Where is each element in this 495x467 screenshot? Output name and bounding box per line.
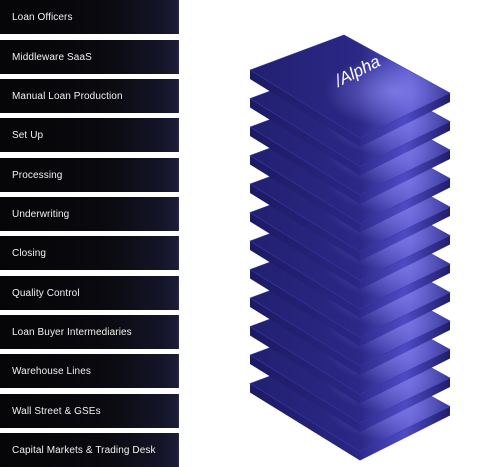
- layer-right-face: [360, 178, 450, 233]
- stage-label: Underwriting: [12, 208, 70, 220]
- layer-left-face: [250, 98, 360, 176]
- stack-layer: [249, 34, 451, 147]
- stage-closing[interactable]: Closing: [0, 236, 179, 270]
- stage-label: Closing: [12, 247, 47, 259]
- layer-right-face: [360, 321, 450, 375]
- stage-processing[interactable]: Processing: [0, 158, 179, 192]
- stage-label: Wall Street & GSEs: [12, 405, 101, 417]
- stage-loan-buyer-intermediaries[interactable]: Loan Buyer Intermediaries: [0, 315, 179, 349]
- layer-right-face: [360, 235, 450, 290]
- stage-underwriting[interactable]: Underwriting: [0, 197, 179, 231]
- stage-warehouse-lines[interactable]: Warehouse Lines: [0, 354, 179, 388]
- layer-right-face: [360, 406, 450, 461]
- stage-label: Processing: [12, 169, 63, 181]
- layer-stack-graphic: /Alpha: [249, 34, 451, 461]
- stage-label: Warehouse Lines: [12, 365, 91, 377]
- layer-right-face: [360, 207, 450, 261]
- layer-left-face: [250, 241, 360, 318]
- stage-label: Loan Buyer Intermediaries: [12, 326, 132, 338]
- layer-highlight: [250, 35, 450, 138]
- layer-left-face: [250, 184, 360, 261]
- stage-label: Manual Loan Production: [12, 90, 123, 102]
- stage-label: Capital Markets & Trading Desk: [12, 444, 156, 456]
- stage-manual-loan-production[interactable]: Manual Loan Production: [0, 79, 179, 113]
- layer-left-face: [250, 355, 360, 432]
- layer-right-face: [360, 150, 450, 204]
- stage-label: Middleware SaaS: [12, 51, 92, 63]
- alpha-layer-stack: /Alpha: [236, 30, 494, 467]
- layer-right-face: [360, 292, 450, 347]
- stage-label: Set Up: [12, 129, 44, 141]
- layer-left-face: [250, 155, 360, 233]
- layer-right-face: [360, 264, 450, 318]
- layer-left-face: [250, 383, 360, 461]
- layer-left-face: [250, 298, 360, 375]
- stage-middleware-saas[interactable]: Middleware SaaS: [0, 40, 179, 74]
- stage-loan-officers[interactable]: Loan Officers: [0, 0, 179, 34]
- layer-right-face: [360, 121, 450, 176]
- stage-label: Quality Control: [12, 287, 80, 299]
- layer-left-face: [250, 269, 360, 347]
- layer-right-face: [360, 93, 450, 147]
- layer-left-face: [250, 326, 360, 404]
- stage-wall-street-gses[interactable]: Wall Street & GSEs: [0, 394, 179, 428]
- stage-set-up[interactable]: Set Up: [0, 118, 179, 152]
- stage-label: Loan Officers: [12, 11, 73, 23]
- layer-left-face: [250, 70, 360, 147]
- stage-quality-control[interactable]: Quality Control: [0, 276, 179, 310]
- layer-left-face: [250, 212, 360, 290]
- layer-right-face: [360, 349, 450, 404]
- layer-right-face: [360, 378, 450, 432]
- layer-left-face: [250, 127, 360, 204]
- process-stage-list: Loan Officers Middleware SaaS Manual Loa…: [0, 0, 180, 467]
- stage-capital-markets-trading-desk[interactable]: Capital Markets & Trading Desk: [0, 433, 179, 467]
